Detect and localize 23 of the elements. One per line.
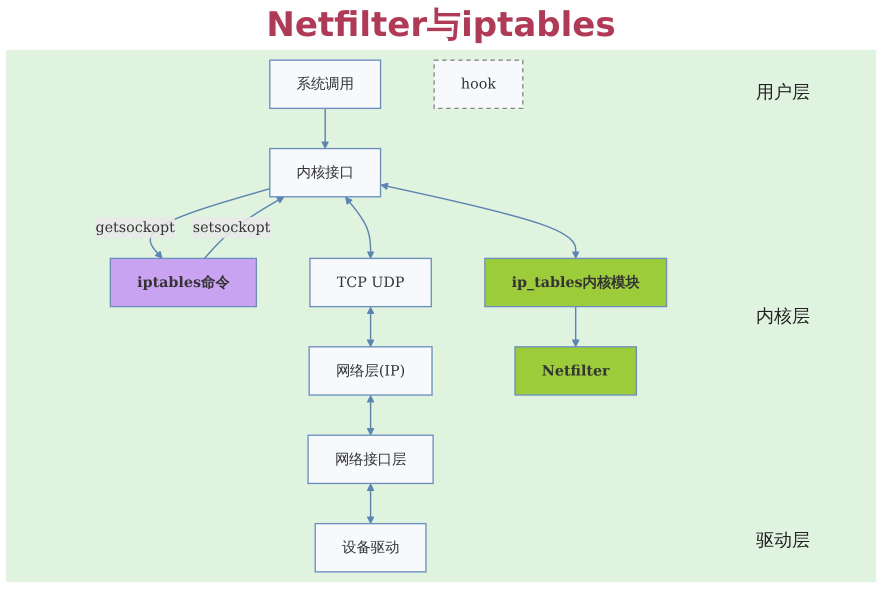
node-box: ip_tables内核模块 [484,258,668,308]
diagram-title: Netfilter与iptables [265,4,617,47]
edge-label: getsockopt [95,218,175,236]
arrow [366,306,375,348]
node-box: 系统调用 [269,59,382,110]
arrow [380,182,580,259]
node-box: 设备驱动 [314,522,427,573]
arrow [366,395,375,436]
arrow [321,108,330,149]
node-box: 网络接口层 [307,434,434,484]
arrow [572,306,580,348]
arrow [345,196,375,259]
node-box: TCP UDP [309,258,432,308]
node-box: hook [433,59,524,110]
node-box: 网络层(IP) [308,346,433,396]
layer-label: 用户层 [756,81,811,104]
node-box: iptables命令 [110,258,258,308]
node-box: 内核接口 [269,148,382,198]
layer-label: 驱动层 [756,529,811,552]
node-box: Netfilter [514,346,638,396]
arrow [366,483,375,524]
edge-label: setsockopt [192,218,270,236]
layer-label: 内核层 [756,305,811,328]
